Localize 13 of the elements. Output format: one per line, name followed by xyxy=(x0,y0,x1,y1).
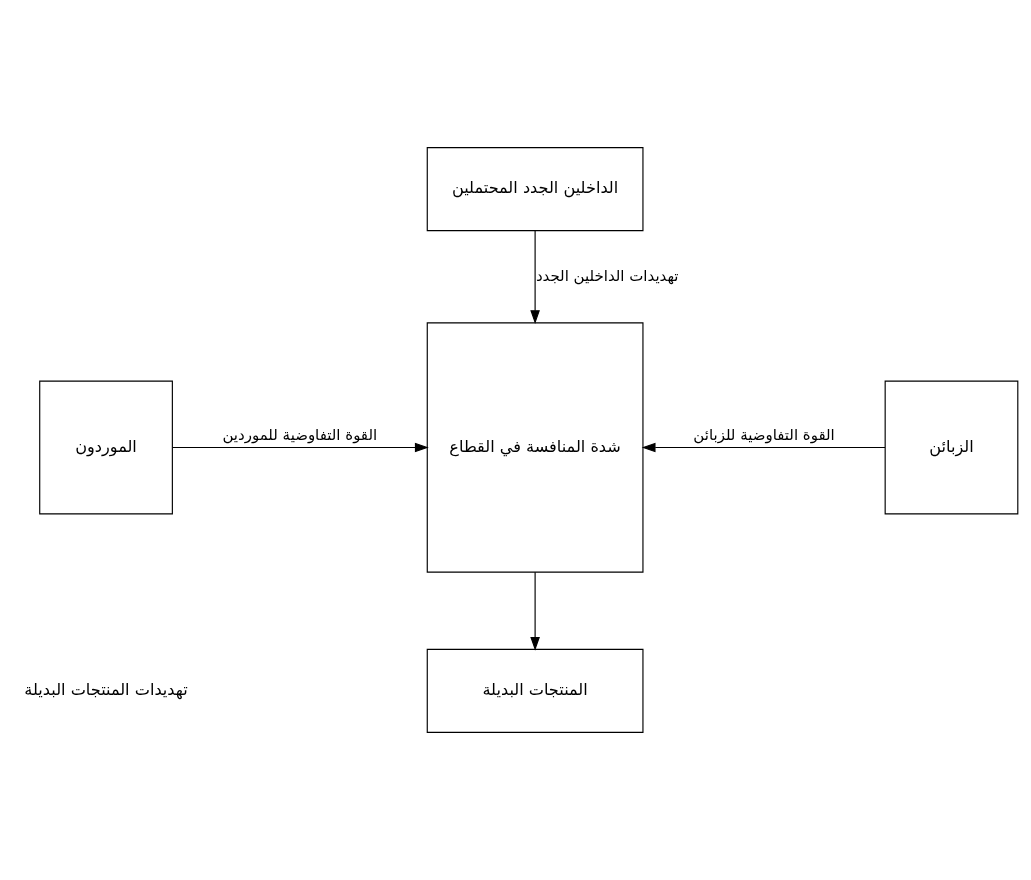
label: تهديدات المنتجات البديلة xyxy=(24,680,188,700)
edge-label: القوة التفاوضية للموردين xyxy=(222,425,378,444)
edge-label: القوة التفاوضية للزبائن xyxy=(693,425,835,444)
node-box: الداخلين الجدد المحتملين xyxy=(426,147,644,232)
arrow xyxy=(530,230,540,325)
node-box: الزبائن xyxy=(884,380,1019,515)
edge-label: تهديدات الداخلين الجدد xyxy=(535,266,679,285)
node-box: الموردون xyxy=(39,380,173,515)
node-box: شدة المنافسة في القطاع xyxy=(426,322,644,573)
arrow xyxy=(530,571,540,651)
arrow xyxy=(172,442,429,453)
node-box: المنتجات البديلة xyxy=(426,648,644,733)
arrow xyxy=(641,442,886,453)
